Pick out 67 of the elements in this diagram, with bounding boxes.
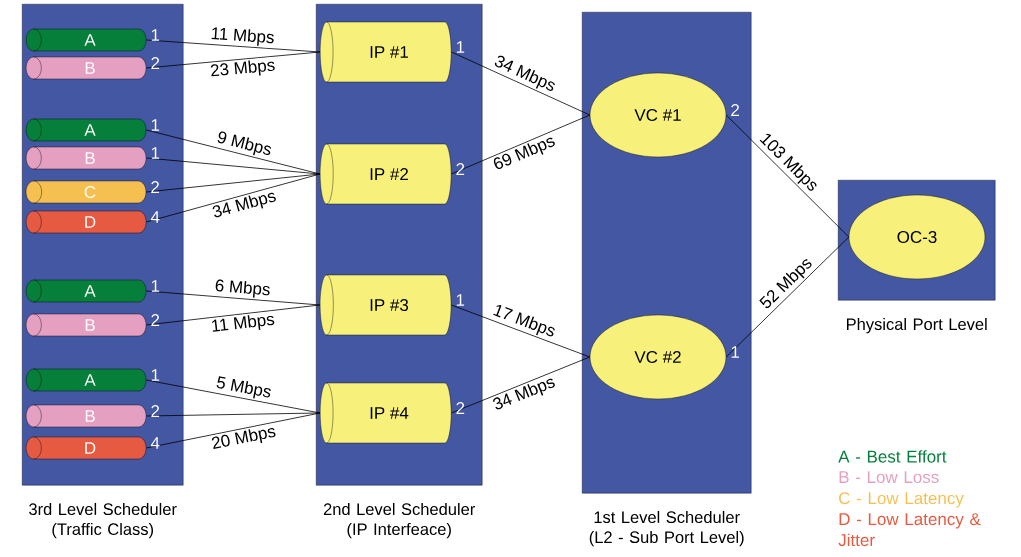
edge-label: 9 Mbps bbox=[214, 128, 275, 161]
interface-cylinder: IP #3 bbox=[319, 274, 452, 336]
port-number: 2 bbox=[151, 405, 160, 417]
interface-cylinder: IP #4 bbox=[320, 382, 452, 444]
port-number: 1 bbox=[456, 294, 465, 306]
node-label: 3rd Level Scheduler (Traffic Class) bbox=[29, 502, 177, 539]
edge-label: 34 Mbps bbox=[209, 187, 280, 223]
port-number: 1 bbox=[456, 41, 465, 53]
connector-line bbox=[450, 114, 591, 175]
interface-cylinder: IP #1 bbox=[320, 21, 452, 83]
port-number: 1 bbox=[151, 147, 160, 159]
queue-cylinder: A bbox=[25, 118, 147, 142]
queue-cylinder: B bbox=[25, 146, 147, 170]
queue-cylinder: B bbox=[25, 404, 147, 428]
port-number: 2 bbox=[456, 163, 465, 175]
node-label: Physical Port Level bbox=[846, 317, 987, 334]
port-number: 2 bbox=[151, 57, 160, 69]
node-label: 2nd Level Scheduler (IP Interfeace) bbox=[323, 502, 476, 539]
connector-line bbox=[725, 236, 850, 358]
edge-label: 5 Mbps bbox=[213, 374, 274, 403]
port-number: 4 bbox=[150, 211, 160, 223]
connector-line bbox=[145, 412, 321, 417]
edge-label: 23 Mbps bbox=[208, 57, 277, 82]
queue-cylinder: B bbox=[25, 313, 147, 337]
queue-cylinder: A bbox=[25, 279, 147, 303]
queue-cylinder: B bbox=[25, 56, 147, 80]
port-number: 4 bbox=[150, 437, 160, 449]
queue-cylinder: A bbox=[25, 368, 147, 392]
port-number: 2 bbox=[731, 104, 739, 116]
port-number: 1 bbox=[151, 29, 160, 41]
connector-line bbox=[145, 39, 321, 53]
queue-cylinder: D bbox=[25, 210, 147, 234]
edge-label: 17 Mbps bbox=[489, 301, 559, 342]
connector-line bbox=[145, 157, 321, 175]
connector-line bbox=[145, 173, 321, 223]
port-number: 2 bbox=[151, 181, 159, 193]
interface-cylinder: IP #2 bbox=[319, 143, 452, 205]
queue-cylinder: A bbox=[25, 28, 147, 52]
port-number: 1 bbox=[151, 119, 160, 131]
edge-label: 11 Mbps bbox=[209, 25, 276, 48]
port-number: 2 bbox=[151, 314, 160, 326]
edge-label: 34 Mbps bbox=[490, 52, 559, 97]
legend-entry: A - Best Effort bbox=[838, 450, 947, 463]
queue-cylinder: C bbox=[25, 180, 147, 204]
port-number: 1 bbox=[151, 369, 160, 381]
queue-cylinder: D bbox=[25, 436, 147, 460]
connector-line bbox=[450, 304, 591, 358]
edge-label: 69 Mbps bbox=[490, 132, 559, 175]
port-number: 1 bbox=[731, 346, 740, 358]
connector-line bbox=[145, 304, 321, 326]
legend-entry: C - Low Latency bbox=[839, 492, 964, 508]
connector-line bbox=[145, 290, 321, 306]
edge-label: 34 Mbps bbox=[489, 373, 559, 416]
port-number: 2 bbox=[456, 402, 465, 414]
edge-label: 11 Mbps bbox=[209, 311, 277, 337]
connector-line bbox=[451, 356, 591, 414]
edge-label: 6 Mbps bbox=[213, 277, 273, 300]
node-label: 1st Level Scheduler (L2 - Sub Port Level) bbox=[589, 510, 744, 547]
connector-line bbox=[145, 412, 321, 449]
connector-line bbox=[145, 51, 321, 69]
connector-line bbox=[145, 173, 321, 193]
legend-entry: B - Low Loss bbox=[839, 471, 939, 484]
connector-line bbox=[451, 51, 591, 116]
legend-entry: D - Low Latency & Jitter bbox=[838, 513, 981, 547]
edge-label: 20 Mbps bbox=[209, 423, 279, 454]
connector-line bbox=[725, 114, 850, 238]
port-number: 1 bbox=[151, 280, 160, 292]
